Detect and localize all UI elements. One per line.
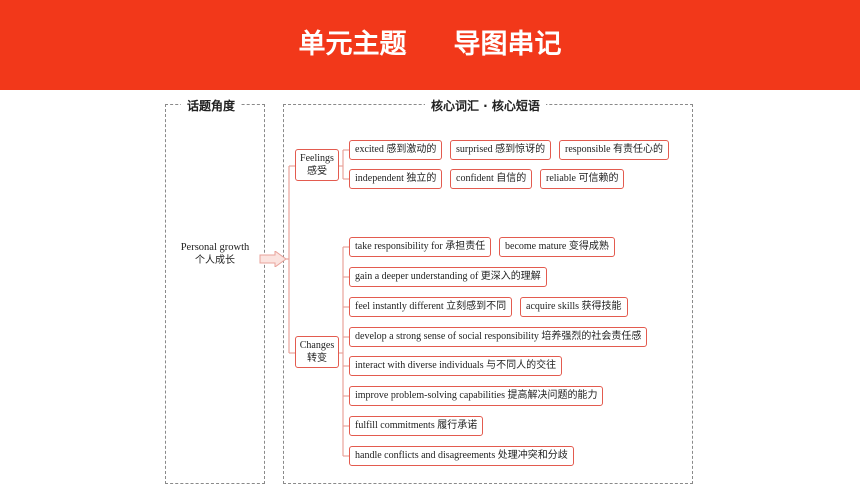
category-zh: 转变: [307, 353, 327, 364]
vocab-chip: reliable 可信赖的: [540, 169, 625, 189]
vocab-chip: take responsibility for 承担责任: [349, 237, 492, 257]
vocab-chip: become mature 变得成熟: [499, 237, 615, 257]
vocab-chip: gain a deeper understanding of 更深入的理解: [349, 267, 547, 287]
category-zh: 感受: [307, 166, 327, 177]
core-vocab-label: 核心词汇 · 核心短语: [425, 97, 546, 114]
topic-node: Personal growth 个人成长: [165, 241, 265, 267]
vocab-chip: develop a strong sense of social respons…: [349, 327, 648, 347]
category-node: Changes 转变: [295, 336, 339, 368]
category-node: Feelings 感受: [295, 149, 339, 181]
topic-arrow-icon: [259, 251, 287, 267]
vocab-chip: improve problem-solving capabilities 提高解…: [349, 386, 604, 406]
vocab-chip: independent 独立的: [349, 169, 443, 189]
vocab-chip: surprised 感到惊讶的: [450, 140, 552, 160]
vocab-chip: responsible 有责任心的: [559, 140, 670, 160]
topic-angle-label: 话题角度: [181, 97, 242, 114]
vocab-chip: interact with diverse individuals 与不同人的交…: [349, 356, 563, 376]
category-en: Feelings: [300, 153, 334, 164]
category-en: Changes: [299, 340, 335, 351]
vocab-chip: acquire skills 获得技能: [520, 297, 628, 317]
vocab-chip: confident 自信的: [450, 169, 533, 189]
topic-zh: 个人成长: [195, 255, 235, 266]
vocab-chip: excited 感到激动的: [349, 140, 443, 160]
title-banner: [0, 0, 860, 90]
topic-en: Personal growth: [180, 242, 250, 253]
vocab-chip: handle conflicts and disagreements 处理冲突和…: [349, 446, 574, 466]
vocab-chip: fulfill commitments 履行承诺: [349, 416, 484, 436]
vocab-chip: feel instantly different 立刻感到不同: [349, 297, 513, 317]
page-title: 单元主题 导图串记: [298, 29, 562, 60]
